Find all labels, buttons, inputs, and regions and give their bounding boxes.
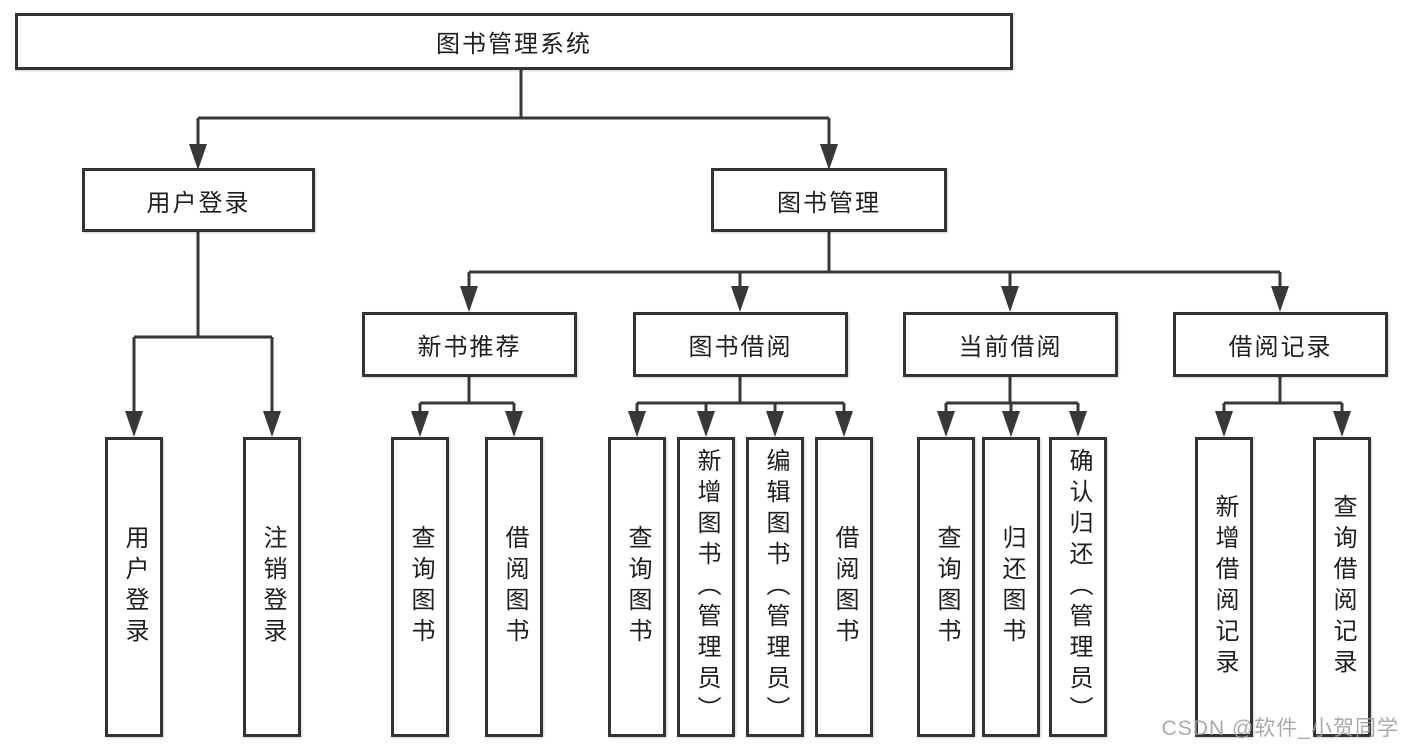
node-leaf-add-borrow-record: 新增借阅记录: [1195, 437, 1253, 737]
arrowhead: [820, 144, 838, 170]
node-leaf-add-books-admin: 新增图书（管理员）: [677, 437, 735, 737]
node-book-management: 图书管理: [711, 168, 947, 232]
arrowhead: [766, 411, 784, 437]
node-leaf-borrow-books-c: 借阅图书: [815, 437, 873, 737]
node-borrowing-records: 借阅记录: [1173, 312, 1388, 377]
node-leaf-user-login: 用户登录: [105, 437, 163, 737]
node-leaf-query-books-b: 查询图书: [391, 437, 449, 737]
arrowhead: [1271, 286, 1289, 312]
node-leaf-edit-books-admin: 编辑图书（管理员）: [746, 437, 804, 737]
arrowhead: [1333, 411, 1351, 437]
arrowhead: [460, 286, 478, 312]
node-current-borrowing: 当前借阅: [903, 312, 1118, 377]
arrowhead: [505, 411, 523, 437]
arrowhead: [835, 411, 853, 437]
arrowhead: [1215, 411, 1233, 437]
arrowhead: [263, 411, 281, 437]
arrowhead: [1001, 286, 1019, 312]
node-leaf-return-books: 归还图书: [982, 437, 1040, 737]
arrowhead: [697, 411, 715, 437]
node-user-login: 用户登录: [82, 168, 315, 232]
arrowhead: [125, 411, 143, 437]
arrowhead: [1069, 411, 1087, 437]
node-leaf-confirm-return-admin: 确认归还（管理员）: [1049, 437, 1107, 737]
arrowhead: [189, 144, 207, 170]
node-book-borrowing: 图书借阅: [633, 312, 848, 377]
arrowhead: [411, 411, 429, 437]
node-leaf-borrow-books-b: 借阅图书: [485, 437, 543, 737]
node-leaf-query-borrow-record: 查询借阅记录: [1313, 437, 1371, 737]
arrowhead: [628, 411, 646, 437]
node-leaf-query-books-c: 查询图书: [608, 437, 666, 737]
csdn-watermark: CSDN @软件_小贺同学: [1161, 717, 1399, 740]
node-leaf-logout: 注销登录: [243, 437, 301, 737]
node-leaf-query-books-d: 查询图书: [917, 437, 975, 737]
arrowhead: [731, 286, 749, 312]
node-root-system: 图书管理系统: [15, 13, 1013, 70]
node-new-book-recommend: 新书推荐: [362, 312, 577, 377]
arrowhead: [937, 411, 955, 437]
arrowhead: [1002, 411, 1020, 437]
